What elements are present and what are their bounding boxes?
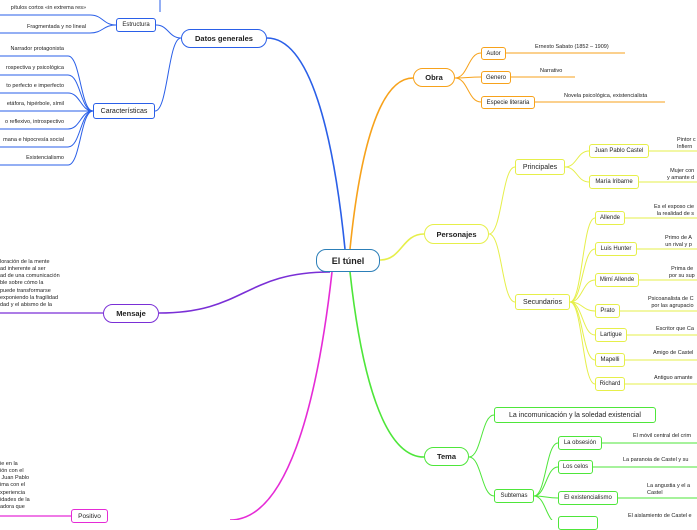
allende-node[interactable]: Allende	[595, 211, 625, 225]
link-principales-castel	[564, 150, 590, 168]
mimi-node[interactable]: Mimí Allende	[595, 273, 639, 287]
link-caracteristica-1	[67, 74, 94, 112]
secundarios-node[interactable]: Secundarios	[515, 294, 570, 310]
caracteristica-item-5: mana e hipocresía social	[3, 137, 64, 143]
hunter-node[interactable]: Luis Hunter	[595, 242, 637, 256]
link-personajes-secundarios	[488, 233, 516, 303]
link-subtemas-0	[533, 442, 559, 497]
obra-node[interactable]: Obra	[413, 68, 455, 87]
link-caracteristica-6	[67, 110, 94, 166]
link-personajes-principales	[488, 166, 516, 235]
link-root-tema	[349, 271, 425, 458]
richard-desc: Antiguo amante	[654, 375, 693, 381]
obra-genero-value: Narrativo	[540, 68, 563, 74]
maria-node[interactable]: María Iribarne	[589, 175, 639, 189]
tema-main-node[interactable]: La incomunicación y la soledad existenci…	[494, 407, 656, 423]
link-tema-main	[468, 414, 495, 458]
positivo-node[interactable]: Positivo	[71, 509, 108, 523]
mapelli-node[interactable]: Mapelli	[595, 353, 625, 367]
lartigue-node[interactable]: Lartigue	[595, 328, 627, 342]
link-datos-estructura	[155, 24, 182, 39]
obra-autor-node[interactable]: Autor	[481, 47, 506, 60]
aislamiento-node[interactable]	[558, 516, 598, 530]
obsesion-desc: El móvil central del crim	[633, 433, 692, 439]
link-root-obra	[349, 77, 414, 250]
obra-autor-value: Ernesto Sabato (1852 – 1909)	[535, 44, 609, 50]
principales-node[interactable]: Principales	[515, 159, 565, 175]
obsesion-node[interactable]: La obsesión	[558, 436, 602, 450]
personajes-node[interactable]: Personajes	[424, 224, 489, 244]
obra-genero-node[interactable]: Genero	[481, 71, 511, 84]
caracteristicas-node[interactable]: Características	[93, 103, 155, 119]
richard-node[interactable]: Richard	[595, 377, 625, 391]
link-secundarios-1	[569, 248, 596, 303]
caracteristica-item-1: rospectiva y psicológica	[5, 65, 64, 71]
aislamiento-desc: El aislamiento de Castel e	[628, 513, 692, 519]
caracteristica-item-6: Existencialismo	[26, 155, 64, 161]
existencialismo-desc: La angustia y el a Castel	[647, 483, 691, 496]
caracteristica-item-0: Narrador protagonista	[10, 46, 64, 52]
allende-desc: Es el esposo cie la realidad de s	[654, 204, 695, 217]
link-caracteristica-0	[67, 55, 94, 112]
link-caracteristica-2	[67, 92, 94, 112]
link-estructura-1	[89, 24, 117, 34]
link-datos-caracteristicas	[154, 37, 182, 112]
link-secundarios-2	[569, 279, 596, 303]
link-tema-subtemas	[468, 456, 495, 497]
link-caracteristica-5	[67, 110, 94, 148]
maria-desc: Mujer con y amante d	[667, 168, 695, 181]
castel-node[interactable]: Juan Pablo Castel	[589, 144, 649, 158]
link-secundarios-0	[569, 217, 596, 303]
link-caracteristica-4	[67, 110, 94, 130]
celos-node[interactable]: Los celos	[558, 460, 593, 474]
datos-generales-node[interactable]: Datos generales	[181, 29, 267, 48]
obra-especie-node[interactable]: Especie literaria	[481, 96, 535, 109]
mimi-desc: Prima de por su sup	[669, 266, 695, 279]
castel-desc: Pintor c Infiern	[677, 137, 696, 150]
link-root-positivo	[229, 271, 333, 520]
positivo-text: ie en la ión con el Juan Pablo ima con e…	[0, 461, 30, 510]
link-estructura-0	[89, 14, 117, 26]
caracteristica-item-3: etáfora, hipérbole, símil	[6, 101, 64, 107]
obra-especie-value: Novela psicológica, existencialista	[564, 93, 648, 99]
mensaje-node[interactable]: Mensaje	[103, 304, 159, 323]
link-obra-0	[454, 52, 482, 79]
tema-node[interactable]: Tema	[424, 447, 469, 466]
estructura-item-1: Fragmentada y no lineal	[26, 24, 86, 30]
mapelli-desc: Amigo de Castel	[653, 350, 694, 356]
link-root-datos	[266, 37, 346, 250]
link-root-mensaje	[158, 271, 331, 314]
link-obra-2	[454, 77, 482, 103]
hunter-desc: Primo de A un rival y p	[665, 235, 692, 248]
link-root-personajes	[379, 233, 425, 261]
caracteristica-item-4: o reflexivo, introspectivo	[5, 119, 64, 125]
subtemas-node[interactable]: Subtemas	[494, 489, 534, 503]
prato-desc: Psicoanalista de C por las agrupacio	[648, 296, 694, 309]
link-principales-maria	[564, 166, 590, 183]
existencialismo-node[interactable]: El existencialismo	[558, 491, 618, 505]
root-node[interactable]: El túnel	[316, 249, 380, 272]
link-subtemas-1	[533, 466, 559, 497]
caracteristica-item-2: to perfecto e imperfecto	[6, 83, 64, 89]
mensaje-text: loración de la mente ad inherente al ser…	[0, 259, 60, 308]
link-subtemas-3	[533, 495, 553, 520]
estructura-item-0: pítulos cortos «in extrema res»	[10, 5, 86, 11]
prato-node[interactable]: Prato	[595, 304, 620, 318]
lartigue-desc: Escritor que Ca	[656, 326, 694, 332]
estructura-node[interactable]: Estructura	[116, 18, 156, 32]
celos-desc: La paranoia de Castel y su	[623, 457, 689, 463]
link-secundarios-6	[569, 301, 596, 385]
